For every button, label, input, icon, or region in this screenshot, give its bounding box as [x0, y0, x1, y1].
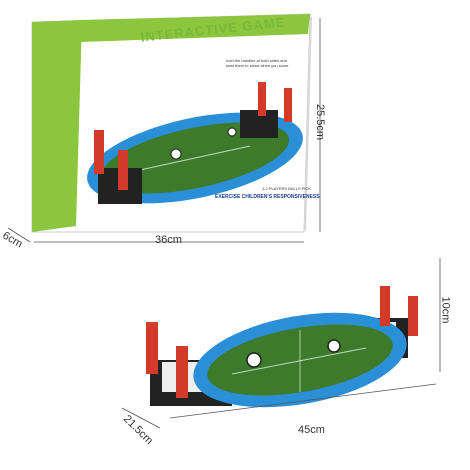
- box-width-label: 36cm: [155, 234, 182, 246]
- toy-dimension-lines: [121, 258, 441, 429]
- box-handle: [258, 82, 266, 116]
- box-dimension-lines: [7, 18, 321, 243]
- box-top-stripe: [80, 14, 310, 42]
- toy-handle: [146, 322, 158, 374]
- package-tagline: EXERCISE CHILDREN'S RESPONSIVENESS: [215, 194, 320, 200]
- package-players-line: 1-2 PLAYERS BALLS PICK: [262, 186, 312, 191]
- box-green-panel: [32, 20, 82, 232]
- box-handle: [94, 130, 104, 174]
- box-ball: [170, 148, 182, 160]
- toy-handle: [176, 346, 188, 398]
- box-handle: [284, 88, 292, 122]
- package-note: hold the handles at both sides and twist…: [226, 58, 289, 68]
- box-height-label: 25.5cm: [314, 103, 327, 141]
- toy-handle: [380, 286, 390, 326]
- toy-height-label: 10cm: [439, 296, 452, 324]
- toy-ball-2: [327, 339, 341, 353]
- box-handle: [118, 150, 128, 190]
- toy-handle: [408, 296, 418, 336]
- toy-ball: [246, 352, 262, 368]
- toy-product: [146, 286, 418, 408]
- toy-width-label: 45cm: [298, 424, 325, 436]
- box-ball-2: [227, 127, 237, 137]
- box-side-face: [304, 14, 312, 232]
- box-toy-illustration: [87, 82, 303, 204]
